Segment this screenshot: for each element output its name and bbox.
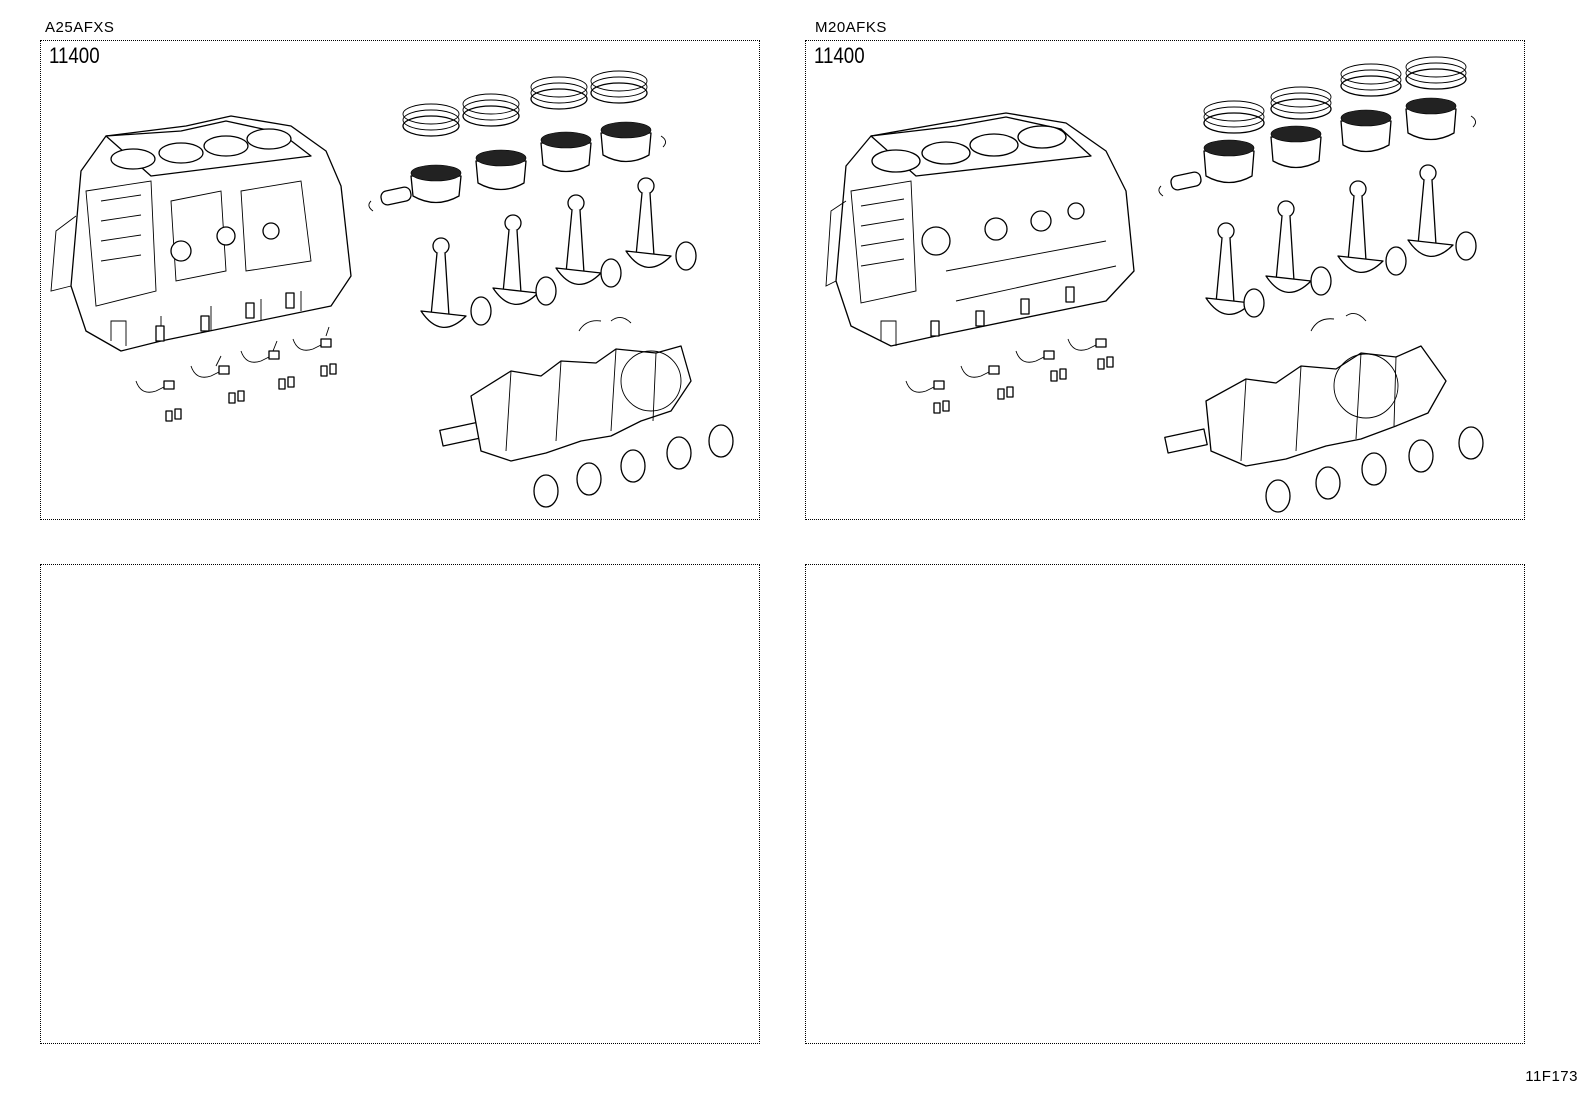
oil-jet-icons <box>905 338 1107 393</box>
cylinder-block-icon <box>825 112 1135 347</box>
piston-icons <box>410 121 652 204</box>
panel-1-model-label: A25AFXS <box>45 19 115 36</box>
bearing-icons <box>470 241 734 508</box>
thrust-washer-icons <box>578 317 632 332</box>
piston-ring-set-icons <box>402 70 648 137</box>
bolt-icons <box>165 363 337 422</box>
figure-code: 11F173 <box>1525 1068 1578 1085</box>
oil-jet-icons <box>135 326 332 393</box>
panel-1-part-number: 11400 <box>49 43 100 68</box>
panel-2-part-number: 11400 <box>814 43 865 68</box>
connecting-rod-icons <box>1205 164 1454 315</box>
bolt-icons <box>933 356 1114 414</box>
panel-3[interactable] <box>40 564 760 1044</box>
panel-1[interactable]: 11400 <box>40 40 760 520</box>
crankshaft-icon <box>1164 345 1447 467</box>
thrust-washer-icons <box>1310 312 1367 332</box>
piston-icons <box>1203 97 1457 184</box>
cylinder-block-icon <box>50 115 352 352</box>
piston-ring-set-icons <box>1203 56 1467 134</box>
short-block-assembly-icon <box>825 56 1484 513</box>
piston-pin-icon <box>368 135 666 212</box>
piston-pin-icon <box>1158 115 1476 197</box>
panel-2-model-label: M20AFKS <box>815 19 887 36</box>
panel-4[interactable] <box>805 564 1525 1044</box>
bearing-icons <box>1243 231 1484 513</box>
panel-2[interactable]: 11400 <box>805 40 1525 520</box>
short-block-assembly-icon <box>50 70 734 508</box>
crankshaft-icon <box>439 345 692 462</box>
